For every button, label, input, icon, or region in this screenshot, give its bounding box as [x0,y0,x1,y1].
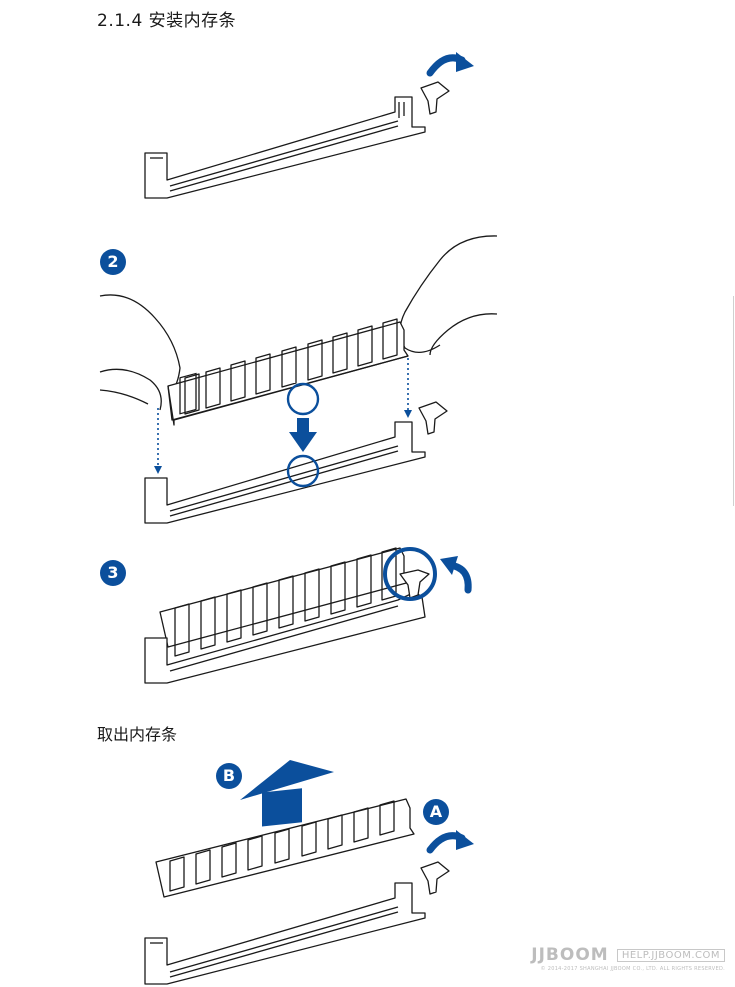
step-2-badge: 2 [100,249,126,275]
left-hand [99,294,181,411]
page-edge-rule [733,296,734,506]
module-chips [179,372,197,415]
section-subtitle: 取出内存条 [97,725,178,744]
section-title: 2.1.4 安装内存条 [97,11,237,31]
dimm-slot [144,882,426,985]
notch-highlight-top [286,382,320,416]
down-arrow-icon [289,418,317,452]
notch-highlight-bottom [286,454,320,488]
watermark-brand: JJBOOM [531,945,609,965]
memory-module [167,321,409,426]
memory-module [155,798,415,898]
up-arrow-icon [240,760,334,827]
step-a-badge: A [423,799,449,825]
retaining-clip [399,569,430,599]
right-hand [399,235,498,356]
watermark-copyright: © 2014-2017 SHANGHAI JJBOOM CO., LTD. AL… [540,966,725,972]
watermark: JJBOOM HELP.JJBOOM.COM © 2014-2017 SHANG… [505,945,725,972]
retaining-clip [420,861,450,895]
retaining-clip [418,401,448,435]
retaining-clip [420,81,450,115]
step-b-badge: B [216,763,242,789]
step-3-badge: 3 [100,560,126,586]
clip-highlight [383,547,437,601]
watermark-site: HELP.JJBOOM.COM [616,949,725,962]
